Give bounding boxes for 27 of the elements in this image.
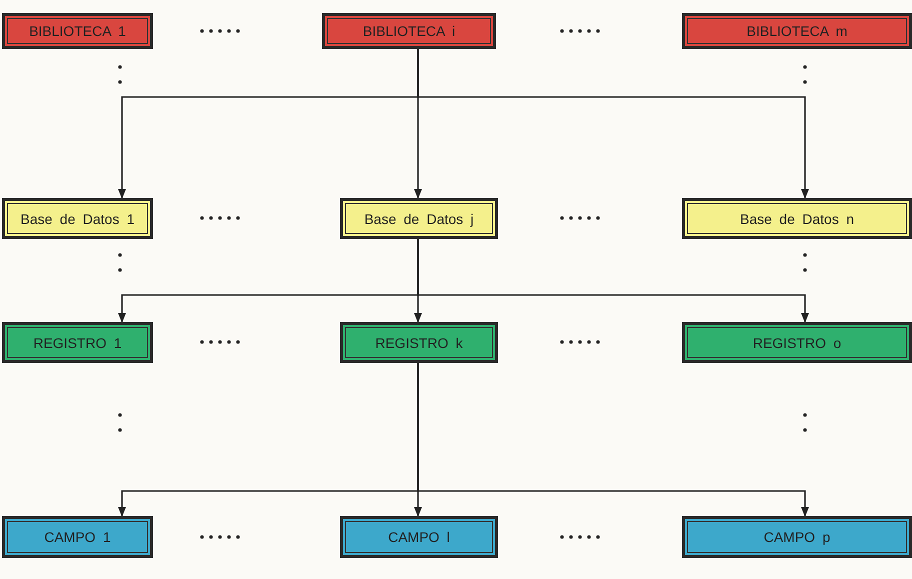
box-label: REGISTRO o [752,334,842,350]
record-box [2,198,153,239]
box-label: Base de Datos n [740,210,854,226]
record-box [682,322,912,363]
box-label: Base de Datos 1 [20,210,134,226]
box-label: CAMPO p [764,529,830,545]
record-box [2,322,153,363]
box-label: Base de Datos j [364,210,474,226]
box-label: BIBLIOTECA i [362,23,456,39]
record-box [322,13,496,49]
record-box [682,13,912,49]
connector-arrow [417,363,809,517]
box-label: REGISTRO 1 [33,334,122,350]
record-box [682,198,912,239]
record-box [682,516,912,558]
record-box [340,322,498,363]
box-label: CAMPO 1 [44,529,111,545]
record-box [340,198,498,239]
box-label: BIBLIOTECA 1 [29,23,126,39]
box-label: CAMPO l [388,529,450,545]
box-label: REGISTRO k [375,334,463,350]
record-box [340,516,498,558]
connector-arrow [417,239,809,323]
record-box [2,516,153,558]
connector-arrow [417,49,809,199]
record-box [2,13,153,49]
box-label: BIBLIOTECA m [746,23,848,39]
